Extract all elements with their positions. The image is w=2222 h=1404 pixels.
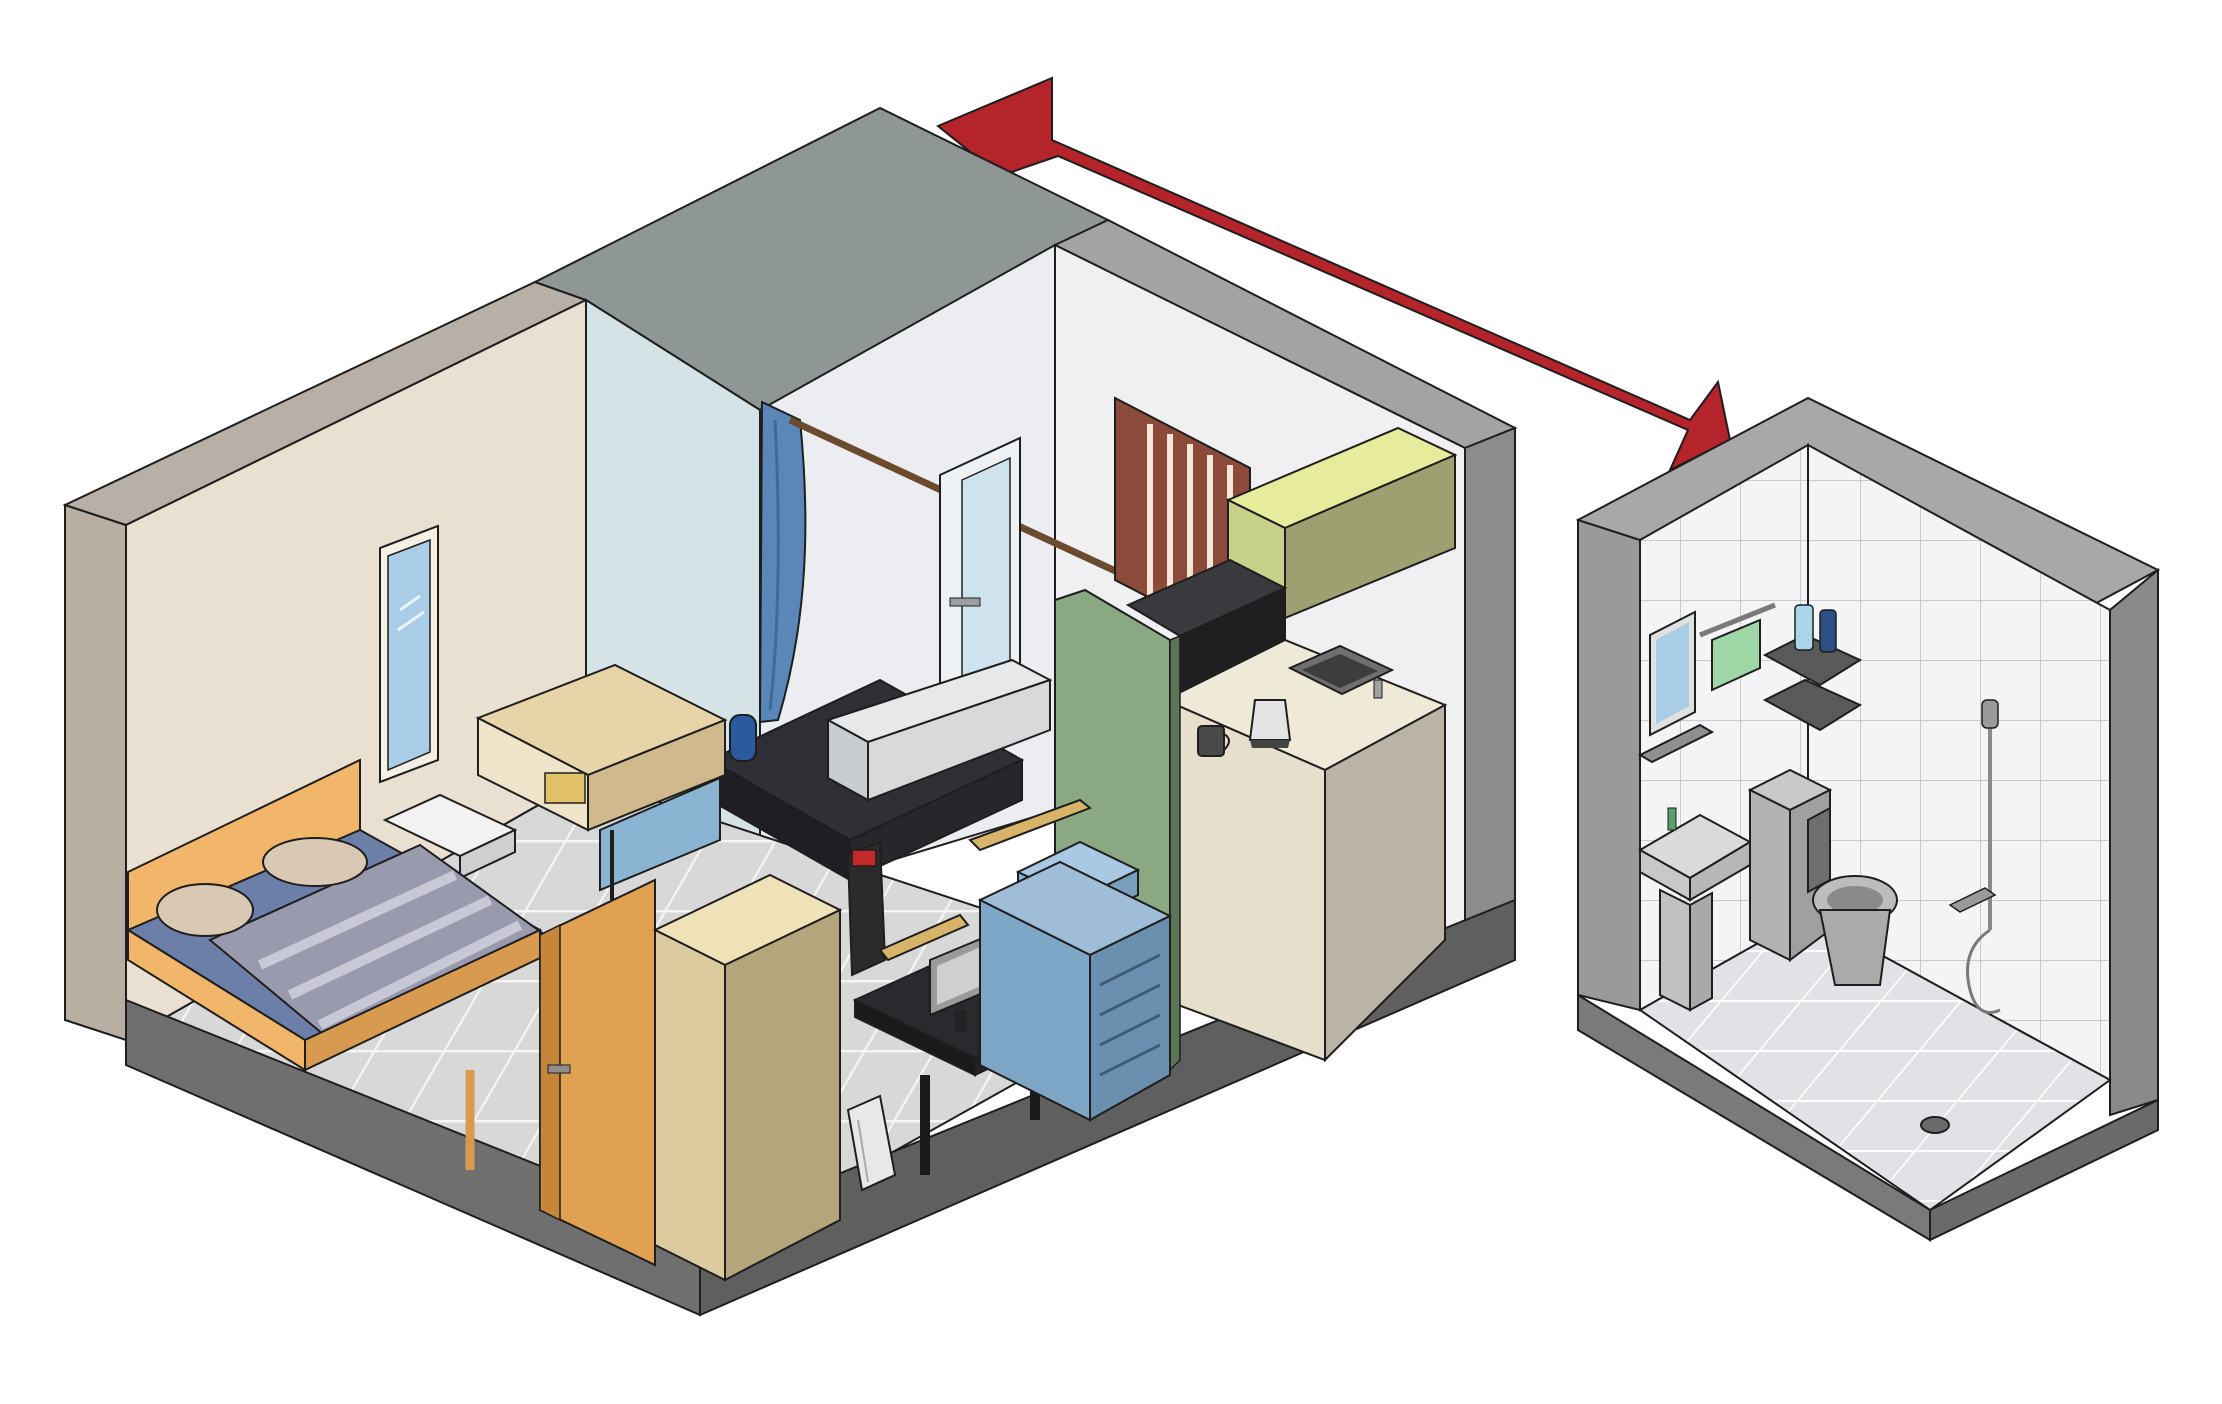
sofa-icon [707,658,1053,882]
bath-floor [1638,913,2112,1212]
chair-icon [846,840,887,977]
drawer-cabinet-icon [977,860,1173,1122]
suitcase-icon [846,1094,897,1192]
pillow-icon [156,837,368,937]
counter-icon [1162,638,1448,1063]
shower-icon [1948,699,2001,1014]
sink-icon [1287,644,1395,699]
bed-icon [125,758,547,1170]
bathroom-sink-icon [1637,807,1753,1012]
left-outer-wall [64,503,127,1042]
bathroom [1575,396,2161,1242]
wooden-shelf [878,798,1092,962]
corner-shelf-icon [1762,604,1863,732]
wardrobe-icon [652,873,843,1282]
towel-rack-icon [1699,602,1776,692]
floor-drain-icon [1920,1116,1950,1134]
right-outer-wall [1464,426,1516,972]
door-icon [539,878,656,1267]
bath-frame-left [1577,518,1641,1012]
yoga-mat [729,714,757,762]
curtain-icon [758,400,807,724]
upper-cabinet-icon [1225,426,1458,620]
toilet-icon [1747,768,1898,986]
bench [382,793,518,880]
bath-frame-right [2109,567,2159,1117]
mug-icon [1197,725,1230,757]
window-icon [379,524,439,784]
bathroom-mirror-icon [1637,610,1715,764]
nightstand-icon [475,663,728,900]
kettle-icon [1248,699,1292,748]
